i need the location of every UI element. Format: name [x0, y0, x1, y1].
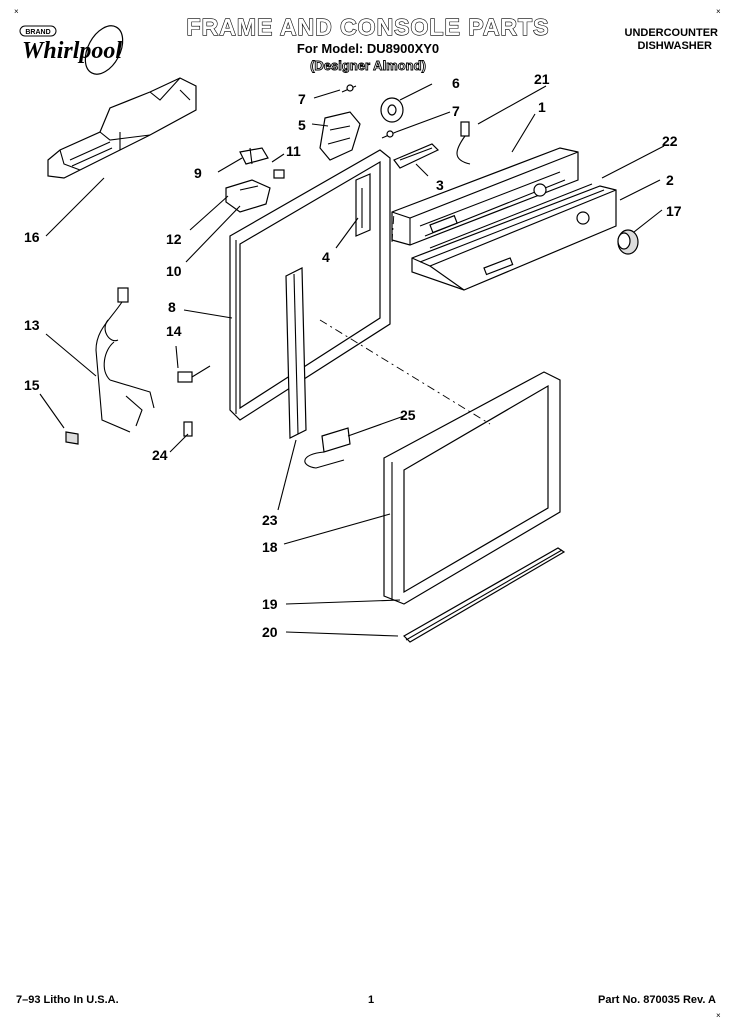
- part-15-screw: [65, 431, 79, 445]
- part-7-screw-b: [381, 130, 397, 139]
- callout-18: 18: [262, 539, 278, 555]
- callout-6: 6: [452, 75, 460, 91]
- callout-16: 16: [24, 229, 40, 245]
- part-14-switch: [177, 365, 211, 383]
- part-10-door-frame: [229, 149, 391, 421]
- registration-mark-top-right: ×: [716, 7, 721, 16]
- part-6-cam: [380, 97, 404, 123]
- callout-4: 4: [322, 249, 330, 265]
- callout-14: 14: [166, 323, 182, 339]
- callout-23: 23: [262, 512, 278, 528]
- part-12-switch-holder: [225, 179, 271, 213]
- variant-line: (Designer Almond): [310, 58, 427, 74]
- part-17-knob: [617, 229, 639, 255]
- model-line: For Model: DU8900XY0: [296, 41, 440, 56]
- footer-print-info: 7–93 Litho In U.S.A.: [16, 994, 119, 1006]
- appliance-type-line1: UNDERCOUNTER: [624, 27, 719, 39]
- callout-2: 2: [666, 172, 674, 188]
- part-9-switch: [239, 147, 269, 165]
- callout-24: 24: [152, 447, 168, 463]
- part-20-trim-strip: [403, 547, 566, 643]
- part-16-vent-duct: [47, 77, 197, 179]
- registration-mark-top-left: ×: [14, 7, 19, 16]
- part-24-clip: [183, 421, 193, 437]
- part-2-control-panel: [411, 183, 617, 291]
- callout-19: 19: [262, 596, 278, 612]
- leader-lines: [39, 83, 665, 637]
- part-5-bracket: [319, 111, 361, 161]
- callout-5: 5: [298, 117, 306, 133]
- callout-22: 22: [662, 133, 678, 149]
- callout-11: 11: [286, 143, 301, 159]
- logo-wordmark: Whirlpool: [22, 38, 122, 64]
- diagram-title: FRAME AND CONSOLE PARTS: [186, 13, 550, 40]
- part-25-clip: [304, 427, 351, 469]
- callout-1: 1: [538, 99, 546, 115]
- callout-8: 8: [168, 299, 176, 315]
- whirlpool-logo: BRAND Whirlpool: [19, 25, 124, 75]
- callout-7-lower: 7: [452, 103, 460, 119]
- callout-10: 10: [166, 263, 182, 279]
- part-21-connector: [456, 121, 471, 165]
- callout-9: 9: [194, 165, 202, 181]
- callout-25: 25: [400, 407, 416, 423]
- callout-21: 21: [534, 71, 550, 87]
- callout-3: 3: [436, 177, 444, 193]
- footer-part-number: Part No. 870035 Rev. A: [597, 994, 716, 1006]
- callout-20: 20: [262, 624, 278, 640]
- part-3-hinge-bracket: [393, 143, 440, 169]
- callout-15: 15: [24, 377, 40, 393]
- logo-badge: BRAND: [25, 29, 50, 36]
- footer-page-number: 1: [368, 994, 375, 1006]
- callout-13: 13: [24, 317, 40, 333]
- registration-mark-bottom-right: ×: [716, 1011, 721, 1020]
- callout-7-upper: 7: [298, 91, 306, 107]
- part-23-door-strip: [285, 267, 307, 439]
- part-18-door-panel: [383, 371, 561, 605]
- callout-12: 12: [166, 231, 182, 247]
- callout-17: 17: [666, 203, 682, 219]
- part-11-clip: [273, 169, 285, 179]
- part-13-wire-harness: [95, 287, 155, 433]
- appliance-type-line2: DISHWASHER: [637, 40, 712, 52]
- part-7-screw-a: [341, 84, 357, 93]
